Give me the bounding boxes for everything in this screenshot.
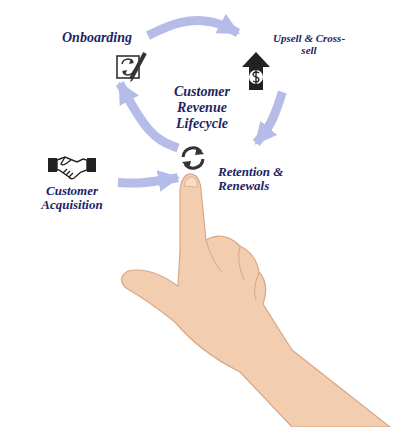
stage-node: Customer Acquisition bbox=[26, 146, 118, 213]
stage-node: Upsell & Cross-sell bbox=[238, 32, 346, 92]
onboarding-icon bbox=[114, 49, 148, 83]
stage-label: Customer Acquisition bbox=[26, 184, 118, 213]
diagram-title: Customer Revenue Lifecycle bbox=[160, 84, 244, 132]
cycle-arrow bbox=[120, 83, 178, 148]
upsell-icon bbox=[240, 50, 272, 92]
stage-node: Retention & Renewals bbox=[178, 143, 292, 194]
stage-node: Onboarding bbox=[62, 30, 148, 83]
stage-label: Onboarding bbox=[62, 30, 148, 45]
cycle-arrow bbox=[148, 21, 238, 36]
stage-label: Retention & Renewals bbox=[218, 165, 292, 194]
renewal-icon bbox=[178, 143, 208, 173]
hand-shape bbox=[121, 174, 390, 427]
hand-crease bbox=[206, 240, 259, 300]
stage-label: Upsell & Cross-sell bbox=[272, 32, 346, 56]
cycle-arrow bbox=[256, 92, 282, 143]
cycle-arrow bbox=[118, 178, 178, 183]
handshake-icon bbox=[47, 146, 97, 184]
hand-nail bbox=[184, 177, 197, 187]
